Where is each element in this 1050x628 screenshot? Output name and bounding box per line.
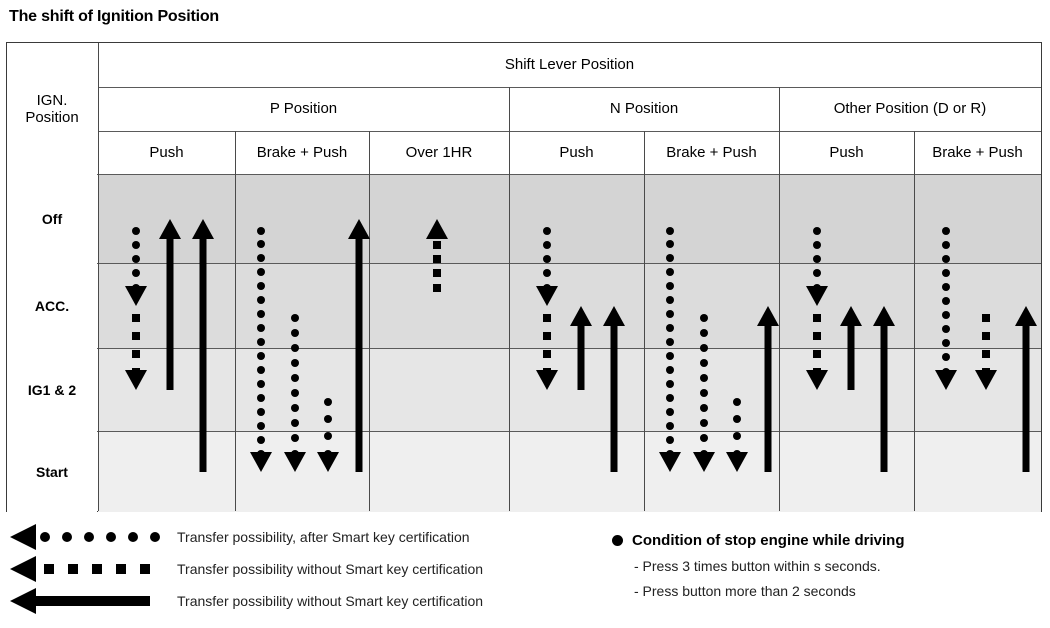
condition-title-text: Condition of stop engine while driving — [632, 532, 905, 549]
row-label-start: Start — [7, 431, 97, 512]
group-header-n-position-label: N Position — [609, 100, 679, 118]
row-label-ig12: IG1 & 2 — [7, 348, 97, 431]
transition-arrow — [803, 306, 831, 390]
group-header-p-position-label: P Position — [269, 100, 338, 118]
gridline-v-c3 — [509, 87, 510, 511]
gridline-v-rowlabel — [98, 43, 99, 511]
transition-arrow — [754, 305, 782, 472]
corner-label-line2: Position — [25, 108, 79, 126]
transition-arrow — [533, 219, 561, 306]
dotted-arrow-left-icon — [10, 524, 160, 550]
row-band-off — [98, 174, 1041, 263]
row-label-start-text: Start — [36, 463, 68, 480]
subheader-p-over-1hr: Over 1HR — [369, 131, 509, 174]
group-header-other-position-label: Other Position (D or R) — [833, 100, 987, 118]
gridline-h-header-body — [7, 174, 1041, 175]
legend-item-solid: Transfer possibility without Smart key c… — [10, 588, 484, 614]
gridline-h-group-header — [98, 131, 1041, 132]
dashed-arrow-left-icon — [10, 556, 150, 582]
transition-arrow — [870, 305, 898, 472]
gridline-h-ig12-start — [7, 431, 1041, 432]
legend-item-dashed-label: Transfer possibility without Smart key c… — [177, 561, 484, 577]
legend-item-dashed: Transfer possibility without Smart key c… — [10, 556, 484, 582]
legend: Transfer possibility, after Smart key ce… — [0, 512, 1050, 628]
row-label-off-text: Off — [41, 210, 63, 227]
condition-item-1: - Press 3 times button within s seconds. — [634, 558, 881, 574]
bullet-icon — [612, 535, 623, 546]
transition-arrow — [837, 305, 865, 390]
subheader-other-brake-push-label: Brake + Push — [932, 143, 1023, 161]
group-header-n-position: N Position — [509, 87, 779, 131]
row-label-acc-text: ACC. — [34, 297, 70, 314]
gridline-v-c2 — [369, 131, 370, 511]
corner-header-ign-position: IGN. Position — [7, 43, 97, 174]
transition-arrow — [803, 219, 831, 306]
legend-item-dotted-label: Transfer possibility, after Smart key ce… — [177, 529, 470, 545]
gridline-h-off-acc — [7, 263, 1041, 264]
transition-arrow — [723, 390, 751, 472]
transition-arrow — [189, 218, 217, 472]
gridline-h-acc-ig12 — [7, 348, 1041, 349]
subheader-n-brake-push-label: Brake + Push — [666, 143, 757, 161]
condition-title: Condition of stop engine while driving — [612, 532, 904, 549]
gridline-v-c5 — [779, 87, 780, 511]
transition-arrow — [1012, 305, 1040, 472]
condition-block: Condition of stop engine while driving -… — [612, 532, 904, 599]
subheader-other-push-label: Push — [829, 143, 864, 161]
subheader-p-brake-push: Brake + Push — [235, 131, 369, 174]
legend-item-dotted: Transfer possibility, after Smart key ce… — [10, 524, 470, 550]
row-label-acc: ACC. — [7, 263, 97, 348]
transition-arrow — [281, 306, 309, 472]
legend-item-solid-label: Transfer possibility without Smart key c… — [177, 593, 484, 609]
ignition-shift-table: IGN. Position Shift Lever Position P Pos… — [6, 42, 1042, 512]
transition-arrow — [345, 218, 373, 472]
subheader-p-push: Push — [98, 131, 235, 174]
gridline-v-c4 — [644, 131, 645, 511]
header-shift-lever-position: Shift Lever Position — [98, 43, 1041, 87]
subheader-n-push-label: Push — [559, 143, 594, 161]
subheader-n-push: Push — [509, 131, 644, 174]
header-shift-lever-position-label: Shift Lever Position — [504, 56, 635, 74]
transition-arrow — [972, 306, 1000, 390]
row-label-off: Off — [7, 174, 97, 263]
transition-arrow — [314, 390, 342, 472]
transition-arrow — [423, 218, 451, 306]
gridline-v-c1 — [235, 131, 236, 511]
transition-arrow — [122, 219, 150, 306]
transition-arrow — [122, 306, 150, 390]
transition-arrow — [247, 219, 275, 472]
transition-arrow-layer — [98, 174, 1041, 511]
subheader-p-over-1hr-label: Over 1HR — [405, 143, 473, 161]
transition-arrow — [656, 219, 684, 472]
gridline-v-c6 — [914, 131, 915, 511]
group-header-p-position: P Position — [98, 87, 509, 131]
page-title: The shift of Ignition Position — [9, 8, 219, 25]
subheader-n-brake-push: Brake + Push — [644, 131, 779, 174]
transition-arrow — [932, 219, 960, 390]
transition-arrow — [690, 306, 718, 472]
transition-arrow — [600, 305, 628, 472]
subheader-p-brake-push-label: Brake + Push — [256, 143, 348, 161]
row-label-ig12-text: IG1 & 2 — [27, 381, 77, 398]
subheader-other-brake-push: Brake + Push — [914, 131, 1041, 174]
condition-item-2: - Press button more than 2 seconds — [634, 583, 856, 599]
transition-arrow — [533, 306, 561, 390]
corner-label-line1: IGN. — [36, 91, 68, 109]
gridline-h-top-header — [98, 87, 1041, 88]
subheader-p-push-label: Push — [149, 143, 184, 161]
group-header-other-position: Other Position (D or R) — [779, 87, 1041, 131]
transition-arrow — [567, 305, 595, 390]
subheader-other-push: Push — [779, 131, 914, 174]
solid-arrow-left-icon — [10, 588, 150, 614]
transition-arrow — [156, 218, 184, 390]
